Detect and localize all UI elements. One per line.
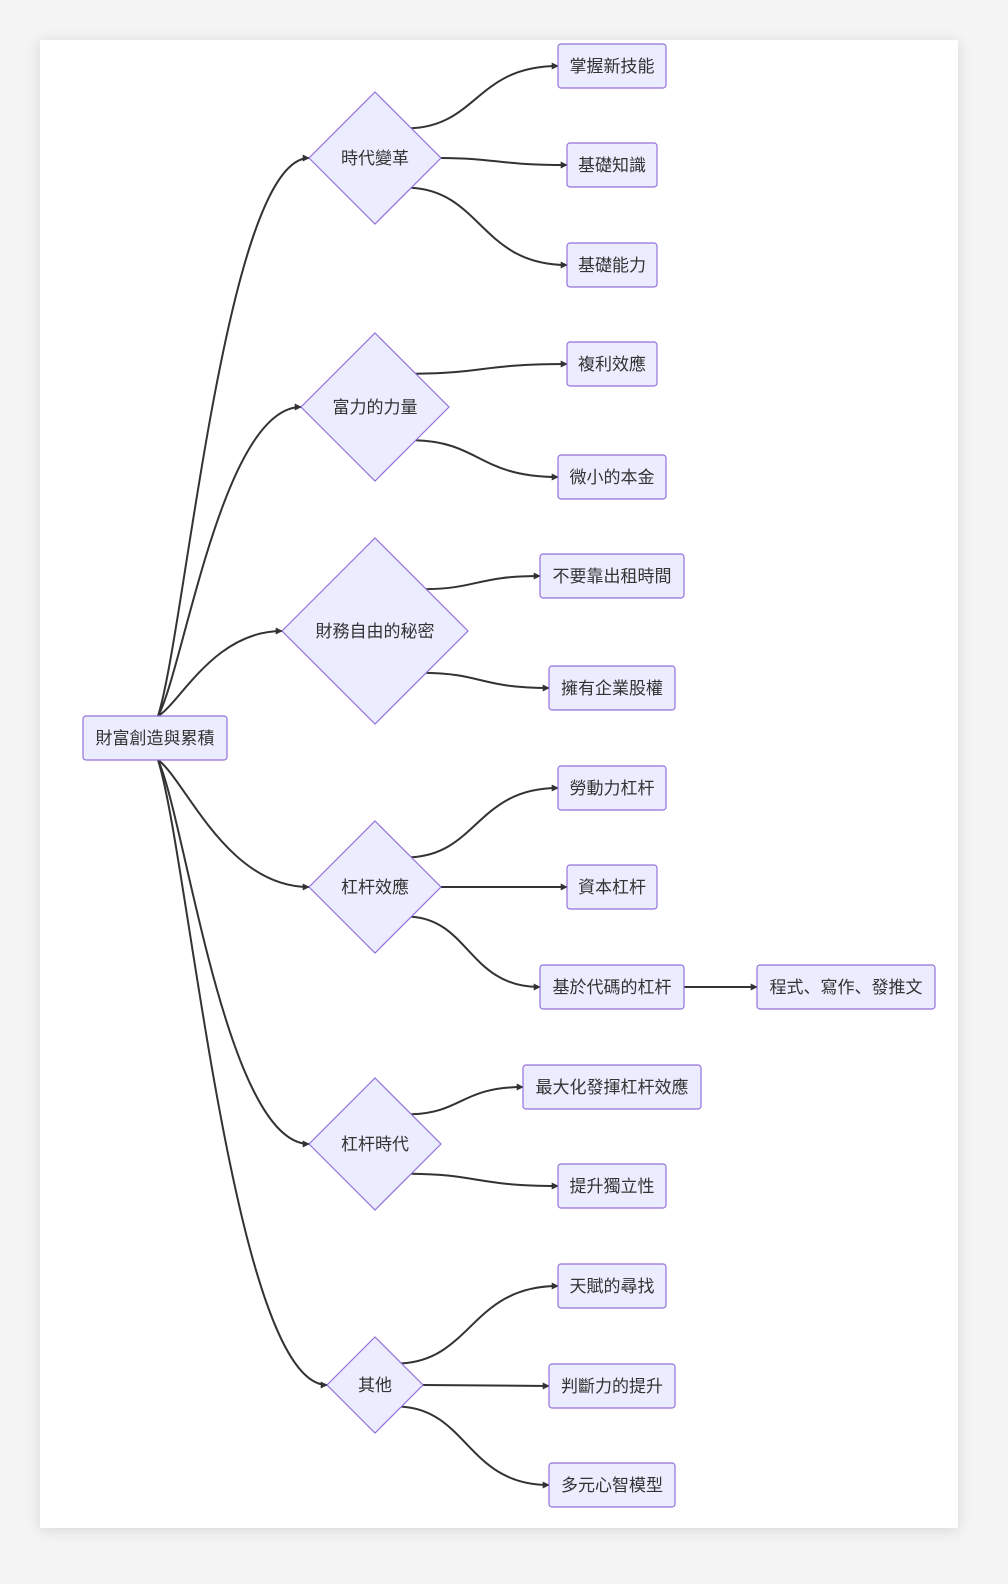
- process-node-c22: 微小的本金: [557, 454, 667, 500]
- node-shape: [326, 1336, 424, 1434]
- node-shape: [566, 341, 658, 387]
- edge-b5-c51: [411, 1083, 524, 1116]
- edge-b1-c12: [440, 157, 568, 169]
- edge-root-b5: [157, 759, 310, 1148]
- decision-node-b4: 杠杆效應: [308, 820, 442, 954]
- node-label: 基於代碼的杠杆: [553, 978, 672, 998]
- edge-b6-c63: [401, 1405, 550, 1489]
- node-label: 財務自由的秘密: [316, 622, 435, 642]
- node-label: 天賦的尋找: [570, 1277, 655, 1297]
- edge-b5-c52: [411, 1172, 559, 1190]
- node-shape: [308, 91, 442, 225]
- node-label: 提升獨立性: [570, 1177, 655, 1197]
- process-node-c52: 提升獨立性: [557, 1163, 667, 1209]
- edge-b3-c31: [426, 572, 541, 591]
- decision-node-b1: 時代變革: [308, 91, 442, 225]
- edge-b2-c21: [415, 360, 568, 375]
- process-node-c431: 程式、寫作、發推文: [756, 964, 936, 1010]
- node-shape: [300, 332, 450, 482]
- node-label: 程式、寫作、發推文: [770, 978, 923, 998]
- node-shape: [566, 242, 658, 288]
- process-node-c11: 掌握新技能: [557, 43, 667, 89]
- node-label: 最大化發揮杠杆效應: [536, 1077, 689, 1098]
- node-shape: [308, 1077, 442, 1211]
- node-label: 判斷力的提升: [561, 1377, 663, 1397]
- diagram-card: [40, 40, 958, 1528]
- node-label: 時代變革: [341, 149, 409, 169]
- node-shape: [557, 765, 667, 811]
- process-node-c31: 不要靠出租時間: [539, 553, 685, 599]
- edge-b6-c61: [401, 1282, 559, 1365]
- node-shape: [566, 864, 658, 910]
- node-label: 擁有企業股權: [561, 679, 663, 699]
- edge-b4-c43: [411, 915, 541, 991]
- process-node-c32: 擁有企業股權: [548, 665, 676, 711]
- edge-b4-c41: [411, 784, 559, 859]
- process-node-c41: 勞動力杠杆: [557, 765, 667, 811]
- decision-node-b2: 富力的力量: [300, 332, 450, 482]
- node-label: 勞動力杠杆: [570, 779, 655, 799]
- node-shape: [566, 142, 658, 188]
- process-node-c63: 多元心智模型: [548, 1462, 676, 1508]
- node-label: 掌握新技能: [570, 57, 655, 77]
- edge-b3-c32: [426, 671, 550, 692]
- node-label: 財富創造與累積: [96, 729, 215, 749]
- process-node-c43: 基於代碼的杠杆: [539, 964, 685, 1010]
- node-shape: [539, 553, 685, 599]
- node-label: 富力的力量: [333, 398, 418, 418]
- edge-b1-c11: [411, 62, 559, 130]
- edge-b1-c13: [411, 186, 568, 269]
- node-shape: [557, 1163, 667, 1209]
- node-label: 微小的本金: [570, 468, 655, 488]
- process-node-c21: 複利效應: [566, 341, 658, 387]
- node-shape: [557, 454, 667, 500]
- node-shape: [82, 715, 228, 761]
- node-label: 複利效應: [578, 354, 646, 375]
- edge-root-b6: [157, 759, 328, 1389]
- node-shape: [557, 43, 667, 89]
- node-label: 基礎能力: [578, 256, 646, 276]
- node-shape: [557, 1263, 667, 1309]
- node-shape: [756, 964, 936, 1010]
- decision-node-b3: 財務自由的秘密: [281, 537, 469, 725]
- node-label: 杠杆時代: [341, 1135, 409, 1155]
- edge-b2-c22: [415, 439, 559, 481]
- node-label: 其他: [358, 1376, 392, 1396]
- node-label: 基礎知識: [578, 156, 646, 176]
- edge-b6-c62: [422, 1382, 550, 1390]
- process-node-c12: 基礎知識: [566, 142, 658, 188]
- node-shape: [281, 537, 469, 725]
- edge-root-b4: [157, 759, 310, 891]
- process-node-c13: 基礎能力: [566, 242, 658, 288]
- edge-root-b2: [157, 403, 302, 717]
- node-label: 杠杆效應: [341, 877, 409, 898]
- node-label: 資本杠杆: [578, 878, 646, 898]
- node-shape: [539, 964, 685, 1010]
- node-shape: [522, 1064, 702, 1110]
- edge-root-b1: [157, 154, 310, 717]
- process-node-c62: 判斷力的提升: [548, 1363, 676, 1409]
- node-shape: [308, 820, 442, 954]
- process-node-root: 財富創造與累積: [82, 715, 228, 761]
- process-node-c51: 最大化發揮杠杆效應: [522, 1064, 702, 1110]
- node-label: 不要靠出租時間: [553, 567, 672, 587]
- edge-root-b3: [157, 627, 283, 717]
- decision-node-b6: 其他: [326, 1336, 424, 1434]
- node-label: 多元心智模型: [561, 1476, 663, 1496]
- process-node-c42: 資本杠杆: [566, 864, 658, 910]
- node-shape: [548, 1363, 676, 1409]
- node-shape: [548, 665, 676, 711]
- decision-node-b5: 杠杆時代: [308, 1077, 442, 1211]
- node-shape: [548, 1462, 676, 1508]
- process-node-c61: 天賦的尋找: [557, 1263, 667, 1309]
